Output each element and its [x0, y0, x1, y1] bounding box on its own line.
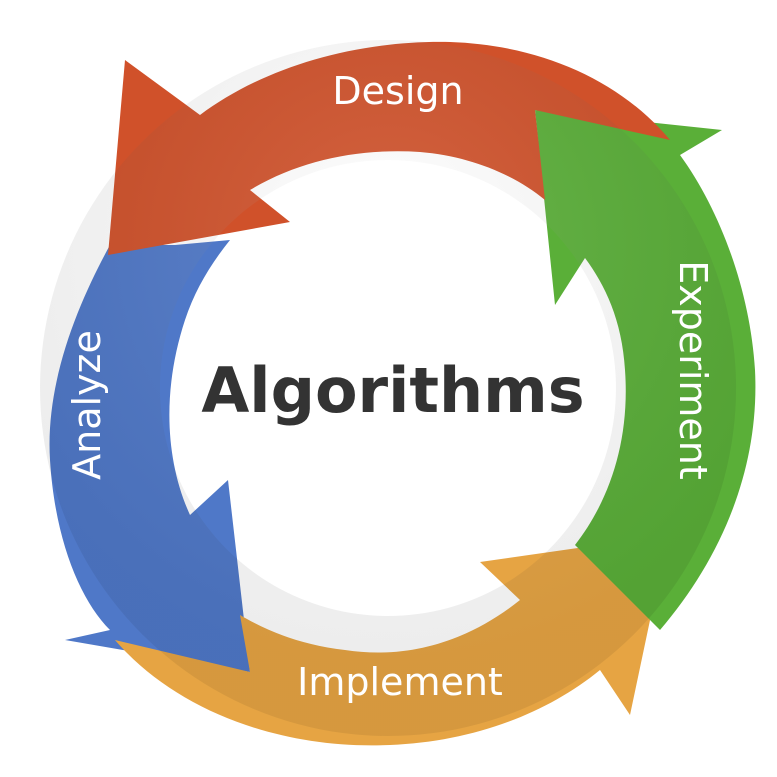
stage-label-design: Design — [332, 69, 463, 113]
center-title: Algorithms — [201, 354, 584, 427]
stage-label-experiment: Experiment — [671, 260, 715, 480]
ring-gloss — [40, 40, 737, 737]
stage-label-implement: Implement — [297, 660, 503, 704]
stage-label-analyze: Analyze — [65, 330, 109, 480]
